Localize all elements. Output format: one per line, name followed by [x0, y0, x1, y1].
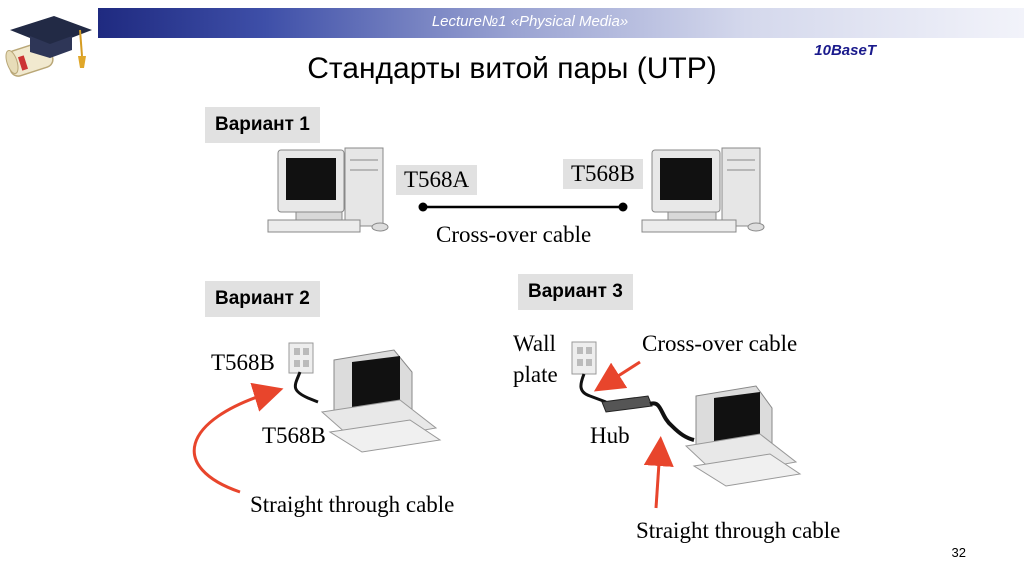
- wall-plate-icon: [288, 342, 319, 404]
- straight-through-cable-label: Straight through cable: [250, 492, 455, 517]
- computer-icon: [320, 349, 442, 453]
- wall-plate-icon: [571, 341, 607, 404]
- hub-icon: [601, 395, 695, 442]
- variant-2-label: Вариант 2: [205, 281, 320, 317]
- straight-through-cable-label: Straight through cable: [636, 518, 841, 543]
- plate-label: plate: [513, 362, 558, 387]
- computer-icon: [684, 385, 802, 487]
- t568a-label: T568A: [396, 165, 478, 195]
- computer-icon: [641, 147, 765, 233]
- page-number: 32: [951, 545, 966, 560]
- t568b-bottom-label: T568B: [262, 423, 326, 448]
- hub-label: Hub: [590, 423, 630, 448]
- computer-icon: [267, 147, 389, 233]
- wall-label: Wall: [513, 331, 556, 356]
- graduation-cap-logo: [0, 0, 98, 98]
- variant-1-label: Вариант 1: [205, 107, 320, 143]
- header-bar: [98, 8, 1024, 38]
- t568b-label: T568B: [563, 159, 643, 189]
- page-title: Стандарты витой пары (UTP): [307, 52, 717, 85]
- t568b-top-label: T568B: [211, 350, 275, 375]
- variant-3-label: Вариант 3: [518, 274, 633, 310]
- red-arrow-icon: [192, 382, 284, 494]
- red-arrow-icon: [593, 360, 641, 392]
- cross-over-cable-label: Cross-over cable: [642, 331, 798, 356]
- cross-over-cable-line: [418, 202, 628, 212]
- red-arrow-icon: [643, 436, 674, 509]
- lecture-title: Lecture№1 «Physical Media»: [431, 13, 629, 30]
- cross-over-cable-label: Cross-over cable: [436, 222, 592, 247]
- standard-badge: 10BaseT: [814, 42, 876, 59]
